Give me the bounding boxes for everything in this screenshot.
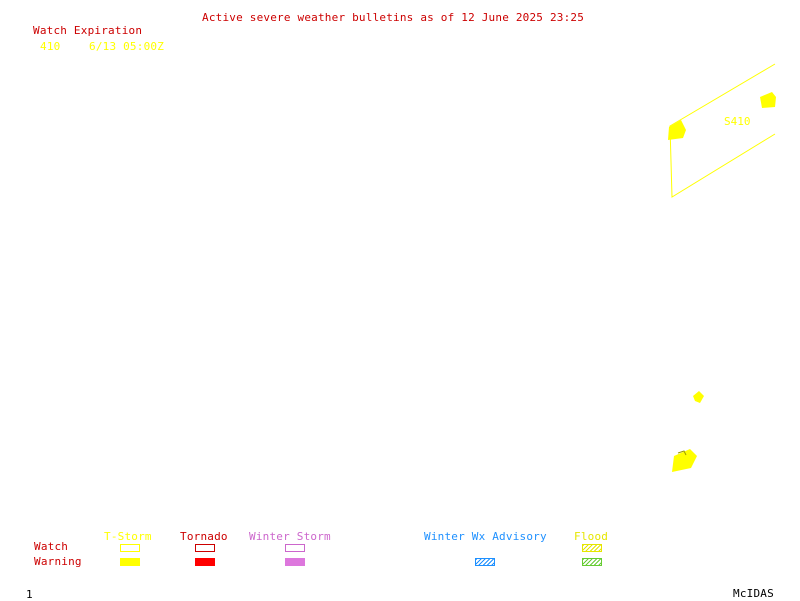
warning-polygon bbox=[672, 449, 697, 472]
legend-label-tstorm: T-Storm bbox=[104, 530, 152, 543]
warning-polygon-detail bbox=[677, 450, 687, 456]
warning-polygon bbox=[668, 120, 686, 140]
legend-swatch-tornado-warning bbox=[195, 558, 215, 566]
severe-thunderstorm-watch-410: S410 bbox=[669, 63, 776, 198]
legend-swatch-tornado-watch bbox=[195, 544, 215, 552]
bulletin-title: Active severe weather bulletins as of 12… bbox=[202, 11, 585, 24]
legend-swatch-winter-storm-warning bbox=[285, 558, 305, 566]
legend-swatch-flood-warning bbox=[582, 558, 602, 566]
watch-box-outline bbox=[669, 63, 776, 198]
watch-expiration-heading: Watch Expiration bbox=[33, 24, 143, 37]
legend-row-watch: Watch bbox=[34, 540, 69, 553]
software-label: McIDAS bbox=[733, 587, 774, 600]
legend-row-warning: Warning bbox=[34, 555, 82, 568]
legend-swatch-winter-storm-watch bbox=[285, 544, 305, 552]
frame-number: 1 bbox=[26, 588, 33, 601]
legend-label-flood: Flood bbox=[574, 530, 609, 543]
thunderstorm-warnings bbox=[668, 92, 776, 472]
legend-swatch-winter-wx-advisory bbox=[475, 558, 495, 566]
watch-box-label: S410 bbox=[724, 115, 751, 128]
warning-polygon bbox=[693, 391, 704, 403]
legend-label-tornado: Tornado bbox=[180, 530, 228, 543]
warning-polygon bbox=[760, 92, 776, 108]
legend-label-winter-wx-advisory: Winter Wx Advisory bbox=[424, 530, 547, 543]
legend-swatch-tstorm-watch bbox=[120, 544, 140, 552]
legend-swatch-tstorm-warning bbox=[120, 558, 140, 566]
watch-number: 410 bbox=[40, 40, 61, 53]
legend-swatch-flood-watch bbox=[582, 544, 602, 552]
watch-expires: 6/13 05:00Z bbox=[89, 40, 165, 53]
legend-label-winter-storm: Winter Storm bbox=[249, 530, 331, 543]
